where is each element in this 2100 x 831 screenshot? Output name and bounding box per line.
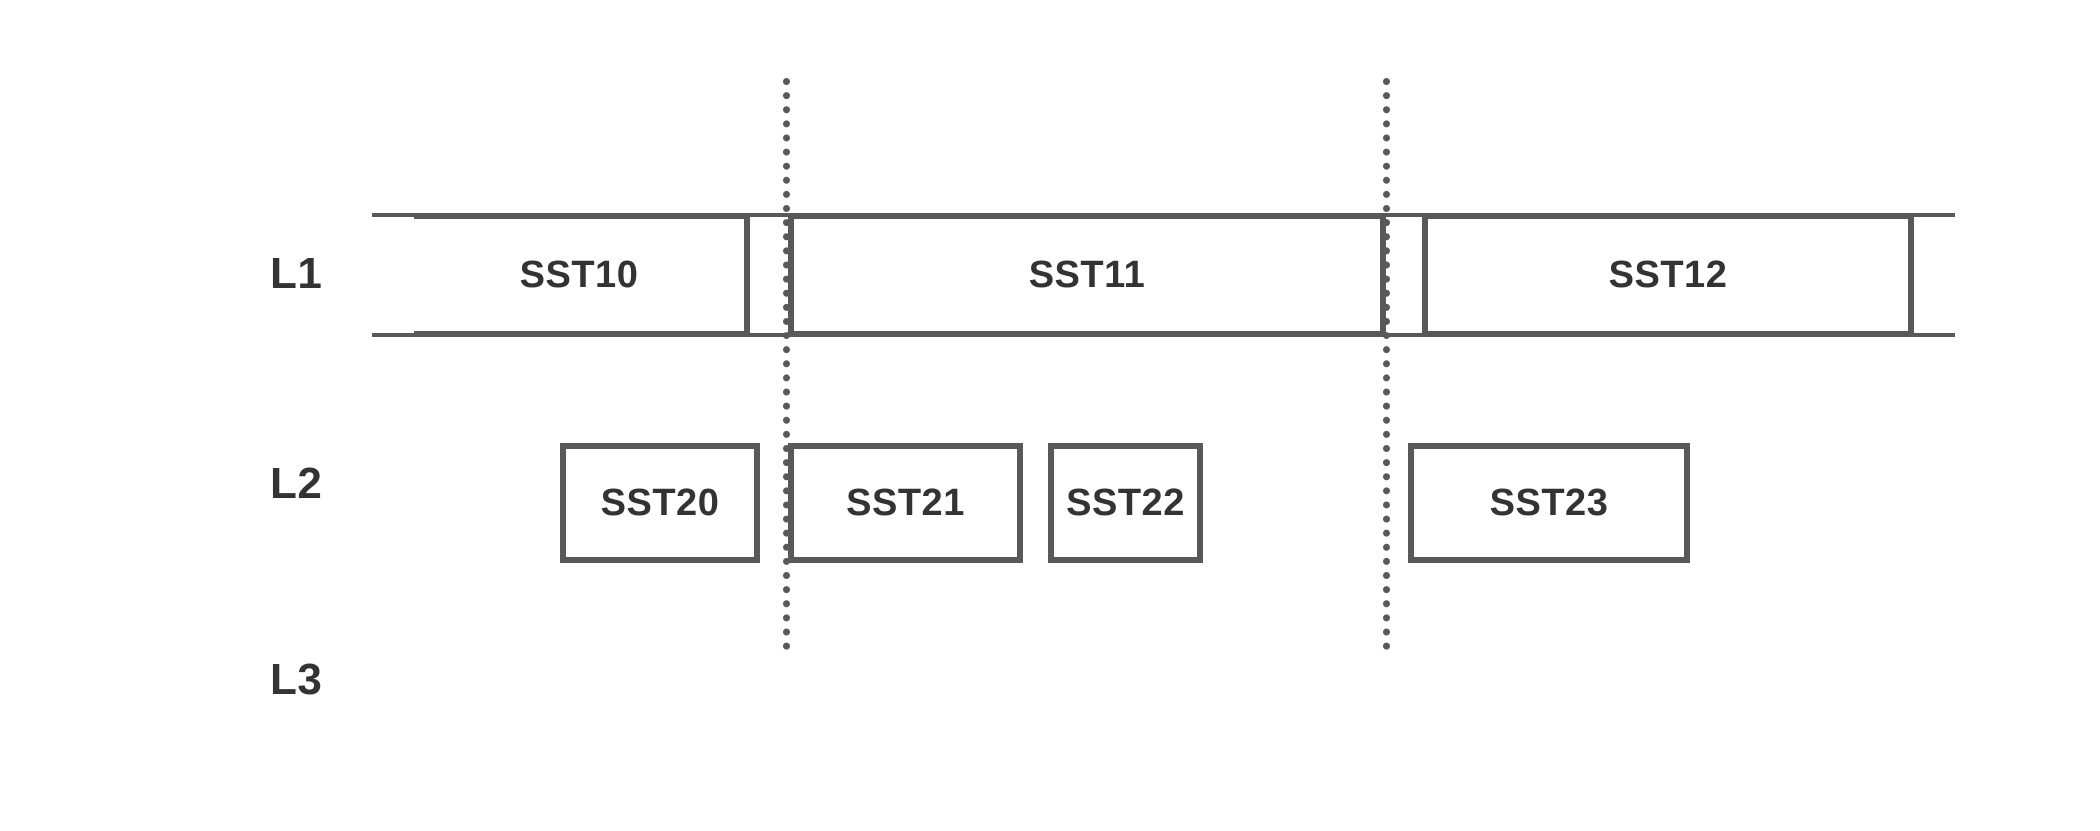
- sstable-label: SST22: [1066, 481, 1185, 524]
- sstable-box-sst10[interactable]: SST10: [414, 213, 750, 337]
- sstable-label: SST11: [1028, 253, 1146, 296]
- sstable-label: SST21: [846, 481, 965, 524]
- sstable-box-sst12[interactable]: SST12: [1422, 213, 1914, 337]
- sstable-box-sst20[interactable]: SST20: [560, 443, 760, 563]
- boundary-left-dotted-line: [783, 78, 790, 650]
- boundary-right-dotted-line: [1383, 78, 1390, 650]
- sstable-box-sst11[interactable]: SST11: [788, 213, 1386, 337]
- sstable-box-sst21[interactable]: SST21: [788, 443, 1023, 563]
- level-label-l2: L2: [270, 459, 323, 508]
- sstable-box-sst23[interactable]: SST23: [1408, 443, 1690, 563]
- sstable-label: SST10: [519, 253, 639, 296]
- level-label-l3: L3: [270, 655, 323, 704]
- sstable-box-sst22[interactable]: SST22: [1048, 443, 1203, 563]
- level-label-l1: L1: [270, 249, 323, 298]
- sstable-label: SST12: [1608, 253, 1728, 296]
- sstable-label: SST20: [600, 481, 720, 524]
- sstable-label: SST23: [1489, 481, 1609, 524]
